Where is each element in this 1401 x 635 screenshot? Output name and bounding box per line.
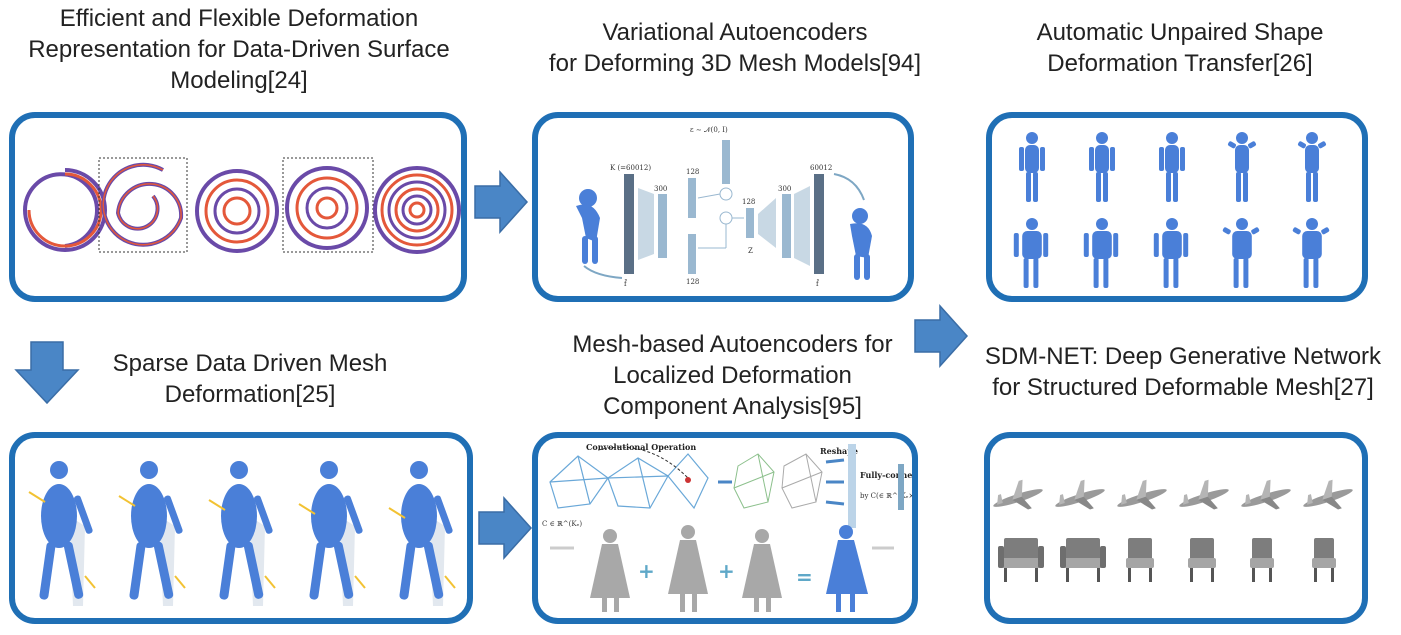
plus-2: + [718,559,735,583]
walking-figure [118,461,186,606]
layer-300b [782,194,791,258]
layer-output [814,174,824,274]
trap-2 [758,198,776,248]
dress-figure-3 [742,529,782,612]
arrow-right-1 [474,170,529,234]
conv-label: Convolutional Operation [586,442,696,452]
mesh-green [733,453,775,509]
airplane-model [1179,479,1229,510]
arrow-right-2 [914,304,969,368]
spiral-figures [22,157,461,254]
mesh-triangles [549,453,709,510]
title-sdm-net: SDM-NET: Deep Generative Network for Str… [984,343,1382,401]
human-figure [1292,218,1330,288]
walking-figure [388,461,456,606]
human-figure [1159,132,1185,202]
title-deformation-representation: Efficient and Flexible Deformation Repre… [28,5,450,94]
chair-model [1312,538,1336,582]
title-mesh-autoencoders: Mesh-based Autoencoders for Localized De… [572,331,893,420]
chair-model [1250,538,1274,582]
dress-figure-2 [668,525,708,612]
vae-diagram: K (=60012) f̄ 300 128 128 ε ∼ 𝒩(0, I) 12… [576,126,872,288]
l300b-label: 300 [778,185,791,193]
layer-input [624,174,634,274]
f-out-label: f̂ [816,279,820,288]
human-figure [1013,218,1049,288]
human-figures-grid [1013,132,1330,288]
skip-arrow [583,265,623,279]
spiral-2 [101,162,184,247]
airplane-model [993,479,1043,510]
walking-figure [28,461,96,606]
input-dim-label: K (=60012) [610,164,651,172]
walking-figure [298,461,366,606]
l128a-label: 128 [686,168,699,176]
l300a-label: 300 [654,185,667,193]
chair-model [998,538,1044,582]
human-figure [1153,218,1189,288]
plus-1: + [638,559,655,583]
airplane-model [1117,479,1167,510]
dress-figure-1 [590,529,630,612]
human-figure [1298,132,1326,202]
trap-3 [794,186,810,266]
noise-bar [722,140,730,184]
fc-formula: by C(∈ ℝ^(Kₑ×μ)) [860,492,912,500]
walking-figure [208,461,276,606]
fc-label: Fully-connect [860,470,912,480]
title-sparse-data-driven: Sparse Data Driven Mesh Deformation[25] [112,350,388,408]
output-mesh-figure [850,208,872,280]
chair-model [1126,538,1154,582]
title-deformation-transfer: Automatic Unpaired Shape Deformation Tra… [1036,19,1324,77]
panel-spiral-deformation [9,112,467,302]
c-label: C ∈ ℝ^(Kₑ) [542,520,582,528]
panel-vae-architecture: K (=60012) f̄ 300 128 128 ε ∼ 𝒩(0, I) 12… [532,112,914,302]
chair-model [1060,538,1106,582]
airplane-model [1303,479,1353,510]
f-in-label: f̄ [624,278,628,288]
output-dim-label: 60012 [810,164,832,172]
human-figure [1083,218,1119,288]
arrow-right-3 [478,496,533,560]
spiral-4 [285,166,369,250]
layer-z [746,208,754,238]
layer-300a [658,194,667,258]
panel-sparse-deformation [9,432,473,624]
z-label: Z [748,247,753,255]
spiral-5 [373,166,461,254]
dotted-frame-2 [282,157,374,253]
output-arrow [833,173,865,201]
airplanes-chairs-grid [993,479,1353,582]
human-figure [1228,132,1256,202]
airplane-model [1241,479,1291,510]
layer-128b [688,234,696,274]
human-figure [1019,132,1045,202]
arrow-down [14,341,80,405]
noise-label: ε ∼ 𝒩(0, I) [690,126,728,134]
l128b-label: 128 [686,278,699,286]
trap-1 [638,188,654,260]
human-figure [1089,132,1115,202]
airplane-model [1055,479,1105,510]
layer-128a [688,178,696,218]
spiral-1 [22,168,107,252]
panel-sdm-net [984,432,1368,624]
panel-mesh-autoencoders: Convolutional Operation Reshape Fully-co… [532,432,918,624]
mesh-gray [781,453,823,509]
chair-model [1188,538,1216,582]
mesh-ae-diagram: Convolutional Operation Reshape Fully-co… [542,442,912,612]
dotted-frame-1 [98,157,188,253]
title-vae-mesh: Variational Autoencoders for Deforming 3… [548,19,922,77]
dress-figure-result [826,525,868,612]
input-mesh-figure [576,189,600,264]
reshape-label: Reshape [820,446,858,456]
l128c-label: 128 [742,198,755,206]
spiral-3 [195,169,279,253]
panel-deformation-transfer [986,112,1368,302]
walking-figures [28,461,456,606]
human-figure [1222,218,1260,288]
equals: = [796,565,813,589]
